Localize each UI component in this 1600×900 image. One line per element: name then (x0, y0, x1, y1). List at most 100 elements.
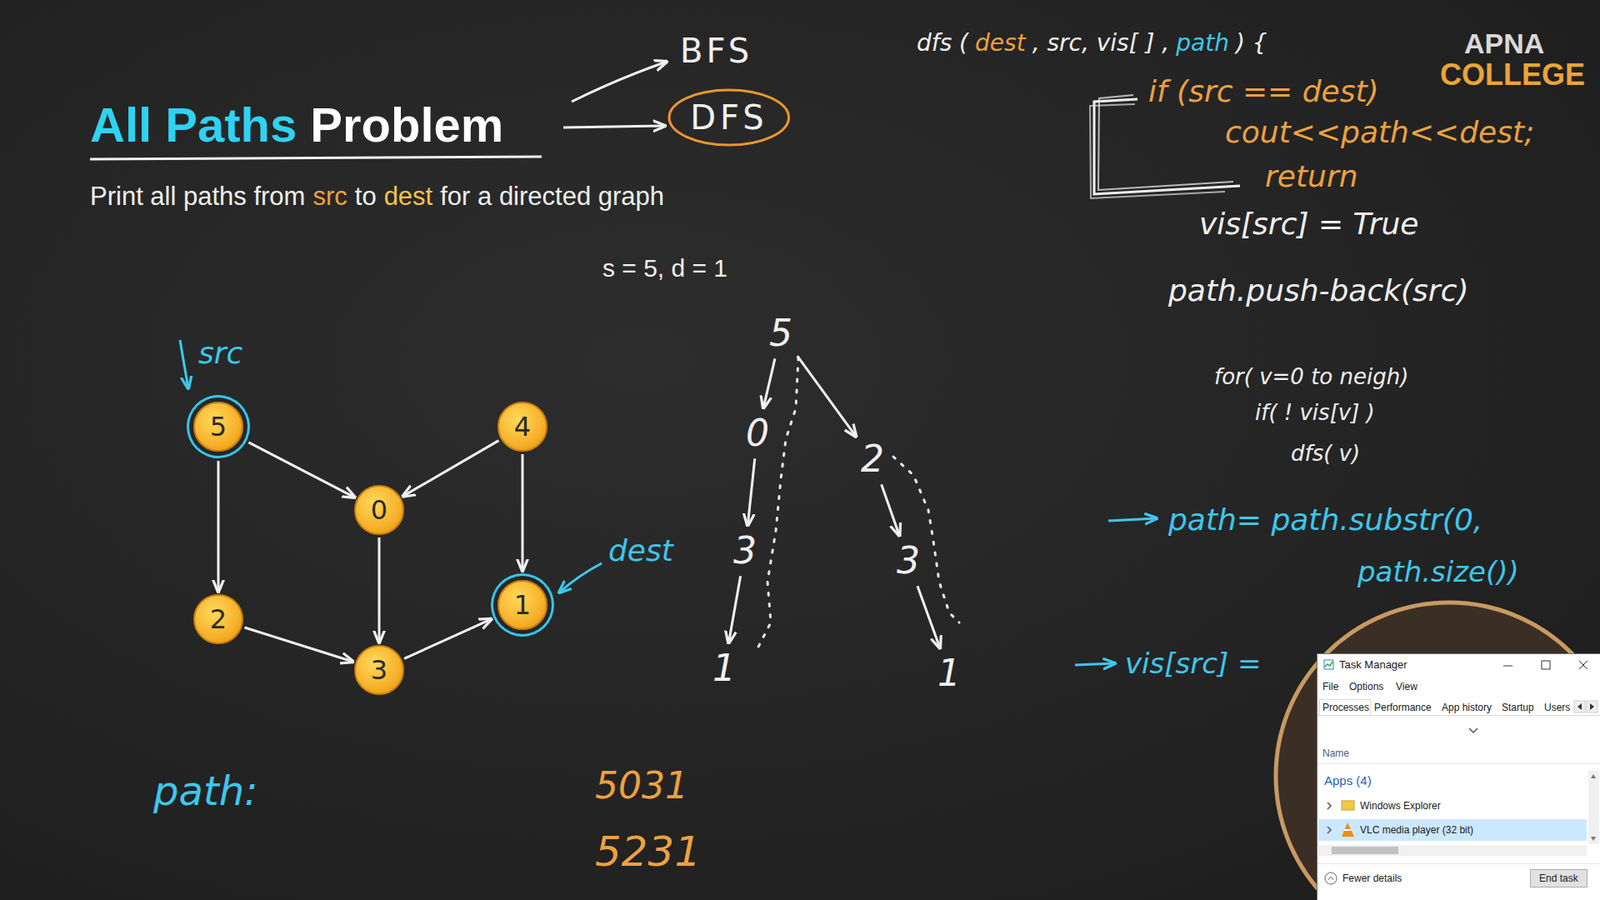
path-result: 5031 (595, 764, 689, 809)
graph-vertex: 2 (193, 594, 244, 645)
edge-arrow (747, 458, 755, 525)
app-icon (1325, 661, 1333, 667)
code-text: if( ! vis[v] ) (1255, 400, 1375, 426)
subtitle-text: to (355, 180, 377, 212)
node-label: 3 (896, 539, 920, 584)
footer-rule (1317, 863, 1600, 865)
tree-vertex: 5 (765, 310, 796, 357)
sort-chevron (1469, 728, 1478, 733)
tab-label: Users (1544, 701, 1570, 714)
node-label: 3 (370, 654, 388, 686)
node-label: DFS (690, 97, 769, 138)
scroll-thumb (1331, 846, 1399, 855)
edge-arrow (403, 440, 500, 497)
minimize-icon (1503, 665, 1513, 667)
vlc-icon (1341, 822, 1355, 837)
menu-item: File (1322, 680, 1339, 693)
menu-item: View (1395, 680, 1418, 693)
edge-arrow (378, 537, 381, 643)
chalk-note: BFS (680, 30, 753, 71)
graph-vertex: 0 (354, 485, 405, 535)
maximize-icon (1541, 660, 1550, 670)
code-bracket (1090, 104, 1225, 199)
window-title: Task Manager (1339, 658, 1408, 672)
process-name: VLC media player (32 bit) (1360, 824, 1474, 836)
circled-word: DFS (666, 87, 792, 148)
node-label: 0 (745, 411, 770, 456)
tree-vertex: 1 (709, 645, 740, 692)
edge-arrow (521, 454, 525, 571)
chalk-note: src (198, 335, 243, 371)
code-text: path.size()) (1357, 555, 1520, 590)
code-text: path.push-back(src) (1168, 272, 1470, 309)
edge-arrow (881, 484, 900, 536)
graph-vertex: 4 (497, 401, 548, 452)
expand-arrow (1327, 826, 1331, 834)
chalk-note: s = 5, d = 1 (602, 253, 728, 284)
node-label: 3 (733, 529, 757, 574)
code-bracket (1094, 99, 1240, 195)
code-text: vis[src] = True (1199, 205, 1420, 242)
edge-arrow (797, 355, 856, 437)
column-header: Name (1322, 747, 1350, 760)
edge-arrow (217, 460, 220, 592)
graph-vertex: 1 (497, 580, 548, 630)
tree-vertex: 2 (857, 436, 888, 483)
edge-arrow (248, 442, 355, 498)
button-text: End task (1530, 869, 1588, 888)
close-icon (1579, 660, 1588, 670)
path-result: 5231 (595, 826, 701, 877)
edge-arrow (244, 627, 353, 662)
subtitle-text: Print all paths from (90, 180, 305, 212)
code-bracket (1098, 95, 1234, 190)
header-rule (1317, 763, 1600, 765)
group-header: Apps (4) (1324, 773, 1372, 789)
subtitle-keyword: src (312, 180, 347, 212)
node-label: 5 (210, 410, 227, 443)
code-text: , src, vis[ ] , (1032, 29, 1170, 58)
node-label: 1 (937, 651, 961, 696)
tab-rule (1317, 715, 1600, 716)
node-label: 1 (514, 589, 531, 621)
expand-arrow (1327, 802, 1331, 810)
title-text: All Paths Problem (90, 95, 504, 155)
fewer-details-icon (1325, 872, 1337, 885)
tab-label: Startup (1501, 701, 1535, 714)
edge-arrow (763, 358, 775, 408)
app-icon (1324, 660, 1334, 670)
code-text: for( v=0 to neigh) (1214, 364, 1409, 390)
code-text: cout<<path<<dest; (1225, 114, 1535, 150)
code-text: vis[src] = (1125, 646, 1262, 681)
node-label: 2 (860, 437, 885, 482)
vlc-icon (1344, 829, 1351, 831)
subtitle-keyword: dest (384, 180, 434, 212)
edge-arrow (917, 585, 940, 649)
fewer-details-icon (1328, 876, 1334, 880)
tree-vertex: 1 (934, 650, 965, 697)
link-text: Fewer details (1342, 872, 1402, 885)
logo-text: COLLEGE (1440, 56, 1585, 93)
tab-scroll-arrows (1577, 703, 1595, 710)
chalk-note: dest (608, 532, 674, 569)
presenter-webcam (1275, 602, 1600, 900)
tab-label: Processes (1322, 701, 1370, 714)
src-pointer (180, 340, 189, 389)
tab-label: Performance (1374, 701, 1432, 714)
explorer-icon (1341, 800, 1355, 810)
backtrack-dots (755, 357, 799, 654)
step-arrow (1108, 518, 1157, 521)
code-text: path (1175, 29, 1230, 58)
code-text: dest (975, 29, 1026, 58)
tree-vertex: 0 (742, 410, 773, 457)
edge-arrow (728, 575, 740, 643)
logo-text: APNA (1464, 26, 1545, 61)
code-text: dfs( v) (1290, 440, 1360, 467)
scroll-arrows (1590, 774, 1596, 841)
tree-vertex: 3 (893, 538, 924, 585)
dest-pointer (559, 563, 602, 593)
dfs-arrow (563, 125, 665, 128)
backtrack-dots (893, 456, 960, 623)
tab-label: App history (1441, 701, 1492, 714)
node-label: 4 (514, 410, 531, 443)
graph-vertex: 5 (193, 401, 244, 452)
